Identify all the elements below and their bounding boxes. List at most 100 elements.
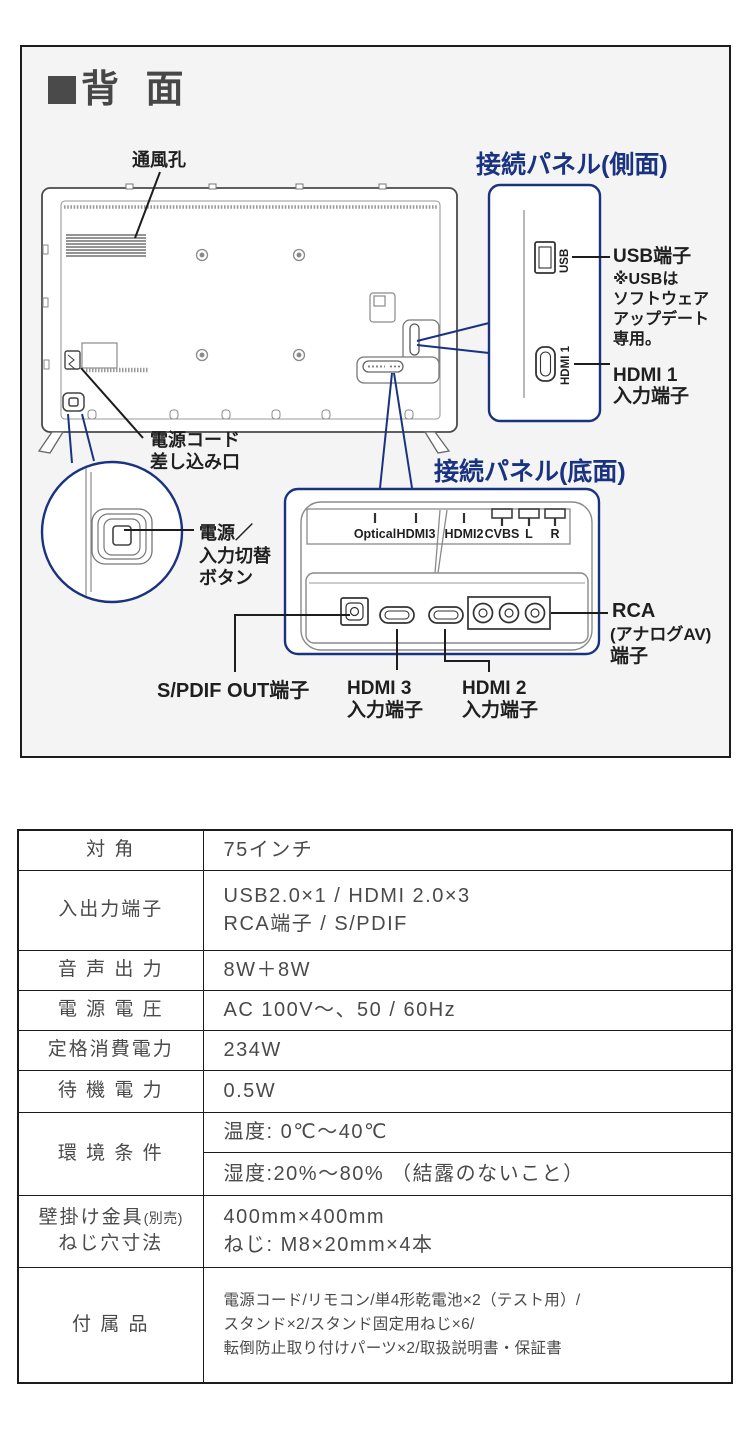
bottom-panel-title: 接続パネル(底面) — [434, 457, 626, 486]
row-value: 0.5W — [223, 1080, 277, 1102]
bottom-tabs — [87, 409, 414, 420]
power-inlet-icon — [64, 350, 81, 370]
side-panel-title: 接続パネル(側面) — [476, 150, 668, 179]
side-leader-lines — [572, 256, 610, 365]
port-ticks — [373, 513, 466, 523]
row-value: RCA端子 / S/PDIF — [223, 913, 408, 935]
row-value: 8W＋8W — [223, 959, 311, 981]
row-value: 234W — [223, 1039, 282, 1061]
optical-port-icon — [340, 597, 369, 626]
magnified-edge-lines — [85, 468, 92, 596]
row-label: 付 属 品 — [17, 1266, 204, 1384]
bottom-panel-cone — [379, 372, 413, 489]
tv-back-outline — [41, 187, 458, 433]
power-button-magnifier — [40, 460, 194, 604]
power-cord-label-1: 電源コード — [150, 429, 240, 450]
row-value: 75インチ — [223, 839, 314, 862]
rca-ports-icon — [467, 596, 551, 630]
port-label-l: L — [525, 527, 533, 541]
row-label-note: (別売) — [143, 1210, 183, 1227]
table-row: 湿度:20%～80% （結露のないこと） — [18, 1151, 733, 1196]
table-row: 壁掛け金具(別売) ねじ穴寸法 400mm×400mm ねじ: M8×20mm×… — [17, 1194, 733, 1268]
port-brackets — [491, 508, 566, 526]
connector-recess — [356, 319, 440, 384]
row-label: 対 角 — [17, 829, 204, 871]
table-row: 定格消費電力 234W — [17, 1029, 733, 1071]
page-title: 背 面 — [48, 71, 192, 109]
hdmi3-label-2: 入力端子 — [347, 698, 423, 721]
row-label: 電 源 電 圧 — [17, 989, 204, 1031]
row-label-main: 壁掛け金具 — [38, 1207, 144, 1229]
usb-note-2: ソフトウェア — [613, 290, 709, 308]
title-square-icon — [48, 76, 76, 104]
port-label-hdmi3: HDMI3 — [397, 527, 436, 541]
table-row: 入出力端子 USB2.0×1 / HDMI 2.0×3 RCA端子 / S/PD… — [17, 869, 733, 951]
row-label: 入出力端子 — [17, 869, 204, 951]
table-row: 環 境 条 件 温度: 0℃～40℃ — [17, 1111, 733, 1196]
hdmi3-port-icon — [379, 606, 415, 624]
power-button-label-2: 入力切替 — [199, 545, 272, 566]
vesa-holes — [195, 248, 306, 362]
callout-cones — [67, 322, 490, 489]
frame-marks — [42, 244, 50, 370]
row-value: AC 100V～、50 / 60Hz — [223, 999, 457, 1021]
hdmi2-port-icon — [428, 606, 464, 624]
row-value: 湿度:20%～80% （結露のないこと） — [223, 1162, 585, 1185]
side-panel-box — [487, 183, 602, 423]
vent-label: 通風孔 — [132, 150, 186, 170]
usb-terminal-label: USB端子 — [613, 244, 691, 267]
rear-view-section: USB HDMI 1 Optical — [20, 45, 731, 758]
usb-note-3: アップデート — [613, 309, 709, 328]
table-row: 対 角 75インチ — [17, 829, 733, 871]
magnifier-circle — [40, 460, 184, 604]
panel-outer-shape — [300, 501, 593, 651]
usb-port-label: USB — [559, 249, 571, 273]
bottom-panel-callout: Optical HDMI3 HDMI2 CVBS L R — [234, 487, 608, 672]
hdmi1-port-label: HDMI 1 — [560, 345, 572, 385]
power-button-label-1: 電源／ — [199, 522, 253, 543]
usb-note-4: 専用。 — [613, 330, 661, 348]
rca-label-2: (アナログAV) — [610, 624, 711, 644]
row-value: スタンド×2/スタンド固定用ねじ×6/ — [223, 1315, 475, 1333]
spdif-label: S/PDIF OUT端子 — [157, 679, 309, 702]
row-value: 400mm×400mm — [223, 1206, 386, 1228]
row-label: 音 声 出 力 — [17, 949, 204, 991]
magnifier-cone — [67, 413, 95, 464]
power-cord-label-2: 差し込み口 — [150, 451, 240, 472]
row-label-line2: ねじ穴寸法 — [58, 1233, 164, 1254]
table-row: 待 機 電 力 0.5W — [17, 1069, 733, 1113]
usb-port-icon — [534, 241, 556, 274]
tv-leader-lines — [80, 171, 161, 439]
hdmi1-label-1: HDMI 1 — [613, 365, 678, 386]
side-panel-callout: USB HDMI 1 — [487, 183, 610, 423]
row-value: 温度: 0℃～40℃ — [223, 1121, 388, 1143]
usb-note-1: ※USBは — [613, 270, 678, 288]
vent-slits — [66, 234, 146, 257]
port-label-r: R — [550, 527, 559, 541]
row-value: USB2.0×1 / HDMI 2.0×3 — [223, 885, 471, 907]
bottom-leader-lines — [234, 612, 608, 672]
rca-label-3: 端子 — [610, 644, 648, 667]
row-value: 電源コード/リモコン/単4形乾電池×2（テスト用）/ — [223, 1291, 581, 1309]
row-label: 壁掛け金具(別売) ねじ穴寸法 — [17, 1194, 204, 1268]
table-row: 音 声 出 力 8W＋8W — [17, 949, 733, 991]
rca-label-1: RCA — [612, 600, 655, 622]
row-label: 待 機 電 力 — [17, 1069, 204, 1113]
power-button-label-3: ボタン — [199, 568, 253, 588]
power-button-icon — [62, 392, 85, 412]
strip-wedge — [434, 509, 448, 574]
row-value: 転倒防止取り付けパーツ×2/取扱説明書・保証書 — [223, 1339, 563, 1357]
hdmi3-label-1: HDMI 3 — [347, 678, 411, 699]
port-label-hdmi2: HDMI2 — [445, 527, 484, 541]
tv-feet — [37, 431, 451, 454]
port-label-cvbs: CVBS — [485, 527, 520, 541]
row-label: 定格消費電力 — [17, 1029, 204, 1071]
spec-table: 対 角 75インチ 入出力端子 USB2.0×1 / HDMI 2.0×3 RC… — [17, 829, 733, 1384]
hdmi1-label-2: 入力端子 — [613, 384, 689, 407]
row-value: ねじ: M8×20mm×4本 — [223, 1234, 434, 1256]
hdmi1-port-icon — [535, 346, 556, 382]
row-label: 環 境 条 件 — [17, 1111, 204, 1196]
hdmi2-label-2: 入力端子 — [462, 698, 538, 721]
port-label-optical: Optical — [354, 527, 396, 541]
